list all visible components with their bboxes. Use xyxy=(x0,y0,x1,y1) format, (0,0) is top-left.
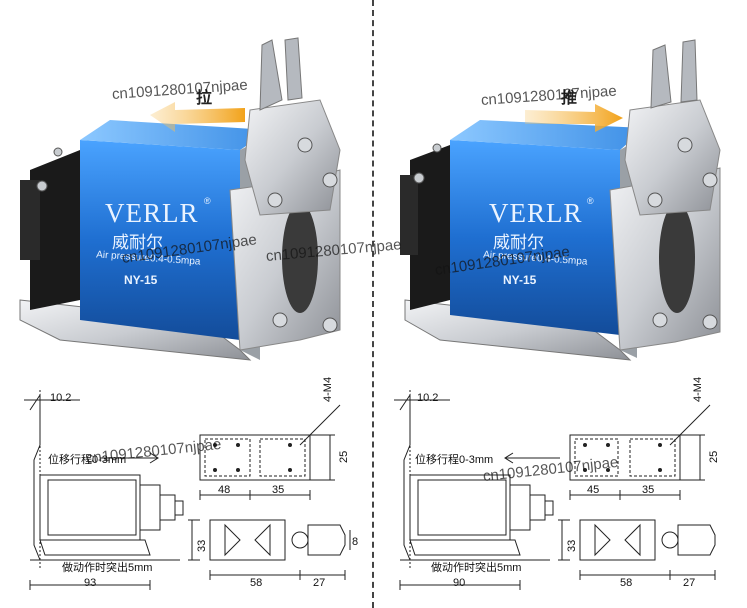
brand-chinese-name: 威耐尔 xyxy=(493,233,544,252)
dim-height: 25 xyxy=(708,450,720,463)
right-panel: 推 VERLR ® 威耐尔 Air pressure0.4-0.5mpa NY-… xyxy=(375,0,747,608)
dim-height: 25 xyxy=(338,450,350,463)
dim-opening: 8 xyxy=(352,536,359,548)
registered-mark: ® xyxy=(587,196,594,206)
thread-spec: 4-M4 xyxy=(692,376,704,402)
product-photo-pull xyxy=(19,37,341,361)
dim-front-b: 27 xyxy=(313,577,326,589)
dim-top-view-b: 35 xyxy=(642,484,655,496)
dim-top-view-b: 35 xyxy=(272,484,285,496)
dim-top-view-a: 45 xyxy=(587,484,600,496)
pull-arrow-icon xyxy=(150,102,245,132)
brand-name: VERLR xyxy=(489,198,583,228)
dim-front-a: 58 xyxy=(250,577,263,589)
extend-label: 做动作时突出5mm xyxy=(62,562,153,574)
model-number: NY-15 xyxy=(124,273,158,287)
dim-front-height: 33 xyxy=(566,539,578,552)
left-panel: 拉 VERLR ® 威耐尔 Air pressure0.4-0.5mpa NY-… xyxy=(0,0,372,608)
product-photo-push xyxy=(400,39,721,361)
registered-mark: ® xyxy=(204,196,211,206)
dim-length: 93 xyxy=(84,577,97,589)
action-label: 推 xyxy=(561,90,578,107)
stroke-label: 位移行程0-3mm xyxy=(48,454,127,466)
dim-front-a: 58 xyxy=(620,577,633,589)
action-label: 拉 xyxy=(196,90,213,107)
push-arrow-icon xyxy=(525,104,623,132)
technical-drawing-pull xyxy=(24,390,351,590)
model-number: NY-15 xyxy=(503,273,537,287)
dim-top-view-a: 48 xyxy=(218,484,231,496)
extend-label: 做动作时突出5mm xyxy=(431,562,522,574)
stroke-label: 位移行程0-3mm xyxy=(415,454,494,466)
brand-name: VERLR xyxy=(105,198,199,228)
thread-spec: 4-M4 xyxy=(322,376,334,402)
dim-top-offset: 10.2 xyxy=(50,392,72,404)
technical-drawing-push xyxy=(394,390,716,590)
panel-divider xyxy=(372,0,374,608)
dim-front-height: 33 xyxy=(196,539,208,552)
dim-top-offset: 10.2 xyxy=(417,392,439,404)
dim-length: 90 xyxy=(453,577,466,589)
brand-chinese-name: 威耐尔 xyxy=(112,233,163,252)
dim-front-b: 27 xyxy=(683,577,696,589)
